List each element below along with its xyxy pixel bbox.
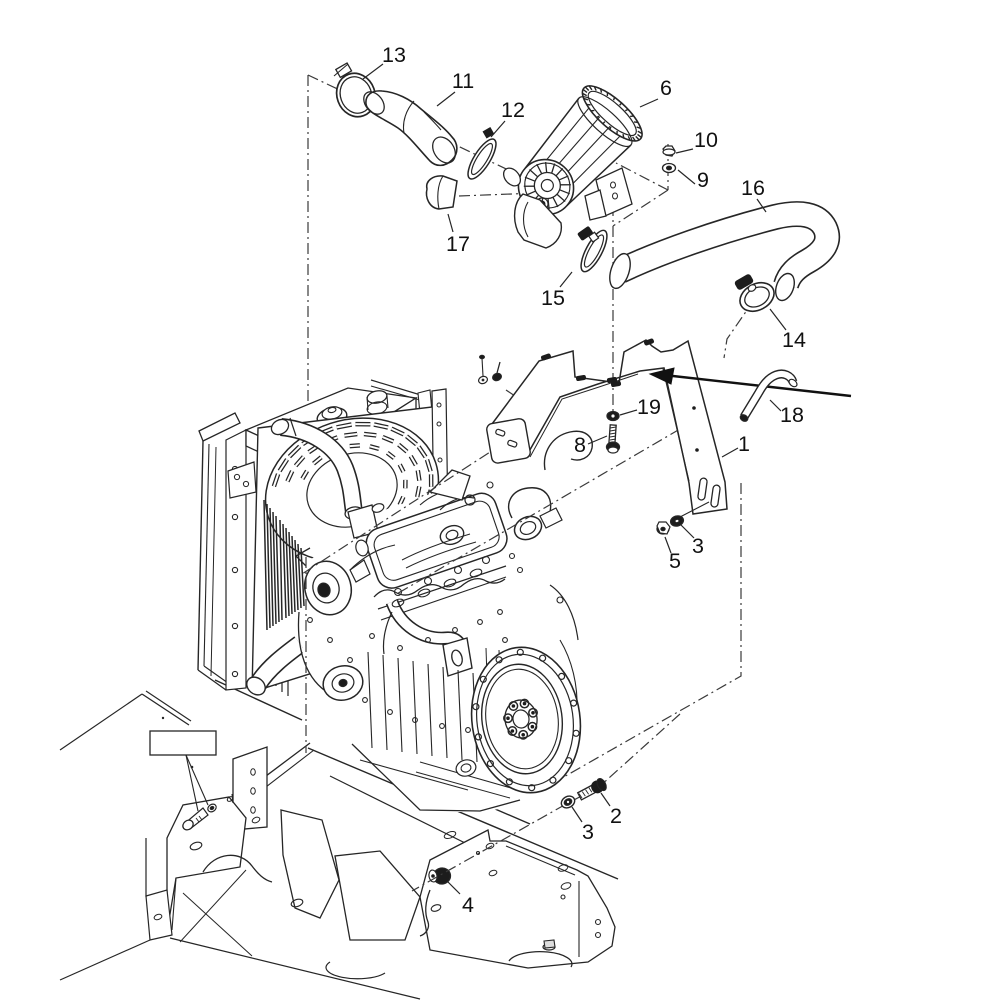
svg-text:15: 15: [541, 286, 565, 310]
svg-text:19: 19: [637, 395, 661, 419]
svg-text:13: 13: [382, 43, 406, 67]
svg-text:3: 3: [582, 820, 594, 844]
svg-text:14: 14: [782, 328, 806, 352]
svg-text:1: 1: [738, 432, 750, 456]
svg-text:18: 18: [780, 403, 804, 427]
svg-text:10: 10: [694, 128, 718, 152]
svg-text:16: 16: [741, 176, 765, 200]
svg-text:17: 17: [446, 232, 470, 256]
svg-text:11: 11: [452, 69, 474, 93]
svg-text:3: 3: [692, 534, 704, 558]
svg-text:2: 2: [610, 804, 622, 828]
svg-text:9: 9: [697, 168, 709, 192]
svg-text:6: 6: [660, 76, 672, 100]
svg-text:8: 8: [574, 433, 586, 457]
svg-text:5: 5: [669, 549, 681, 573]
svg-text:12: 12: [501, 98, 525, 122]
svg-text:4: 4: [462, 893, 474, 917]
